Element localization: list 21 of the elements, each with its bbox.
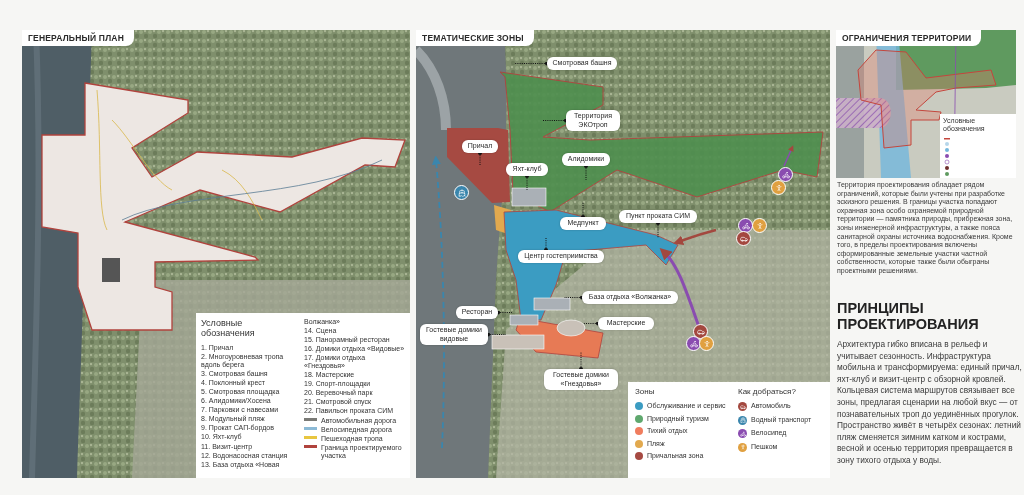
- leader-line: [579, 351, 583, 371]
- panel-title: ОГРАНИЧЕНИЯ ТЕРРИТОРИИ: [836, 30, 982, 46]
- leader-line: [525, 174, 529, 191]
- leader-line: [496, 310, 513, 315]
- panel-title: ТЕМАТИЧЕСКИЕ ЗОНЫ: [416, 30, 534, 46]
- leader-line: [584, 164, 588, 181]
- leader-line: [583, 321, 600, 326]
- leader-line: [544, 236, 548, 252]
- paragraph: Архитектура гибко вписана в рельеф и учитывает сезонность. Инфраструктура мобильна и трансформируема: единый причал, яхт-клуб и визит-центр с обзорной кровлей. Кольцевая система маршрутов связывает все зоны, предлагая сценарии на любой вкус — от познавательных троп до уединённых прогулок. Пространство живёт в четырёх сезонах: летний пляж сменяется зимним катком и кострами, весной и осенью территория превращается в зону тихого отдыха у воды.: [837, 339, 1022, 467]
- leader-line: [486, 332, 507, 337]
- legend-title: Условные обозначения: [201, 319, 256, 339]
- leader-line: [542, 118, 568, 123]
- leader-line: [656, 221, 660, 239]
- legend-title: Как добраться?: [738, 388, 797, 397]
- panel-title: ГЕНЕРАЛЬНЫЙ ПЛАН: [22, 30, 134, 46]
- legend-title: Зоны: [635, 388, 656, 397]
- section-heading: ПРИНЦИПЫ ПРОЕКТИРОВАНИЯ: [837, 300, 980, 332]
- leader-line: [514, 61, 549, 66]
- leader-line: [478, 151, 482, 167]
- leader-line: [581, 201, 585, 219]
- leader-line: [563, 295, 584, 300]
